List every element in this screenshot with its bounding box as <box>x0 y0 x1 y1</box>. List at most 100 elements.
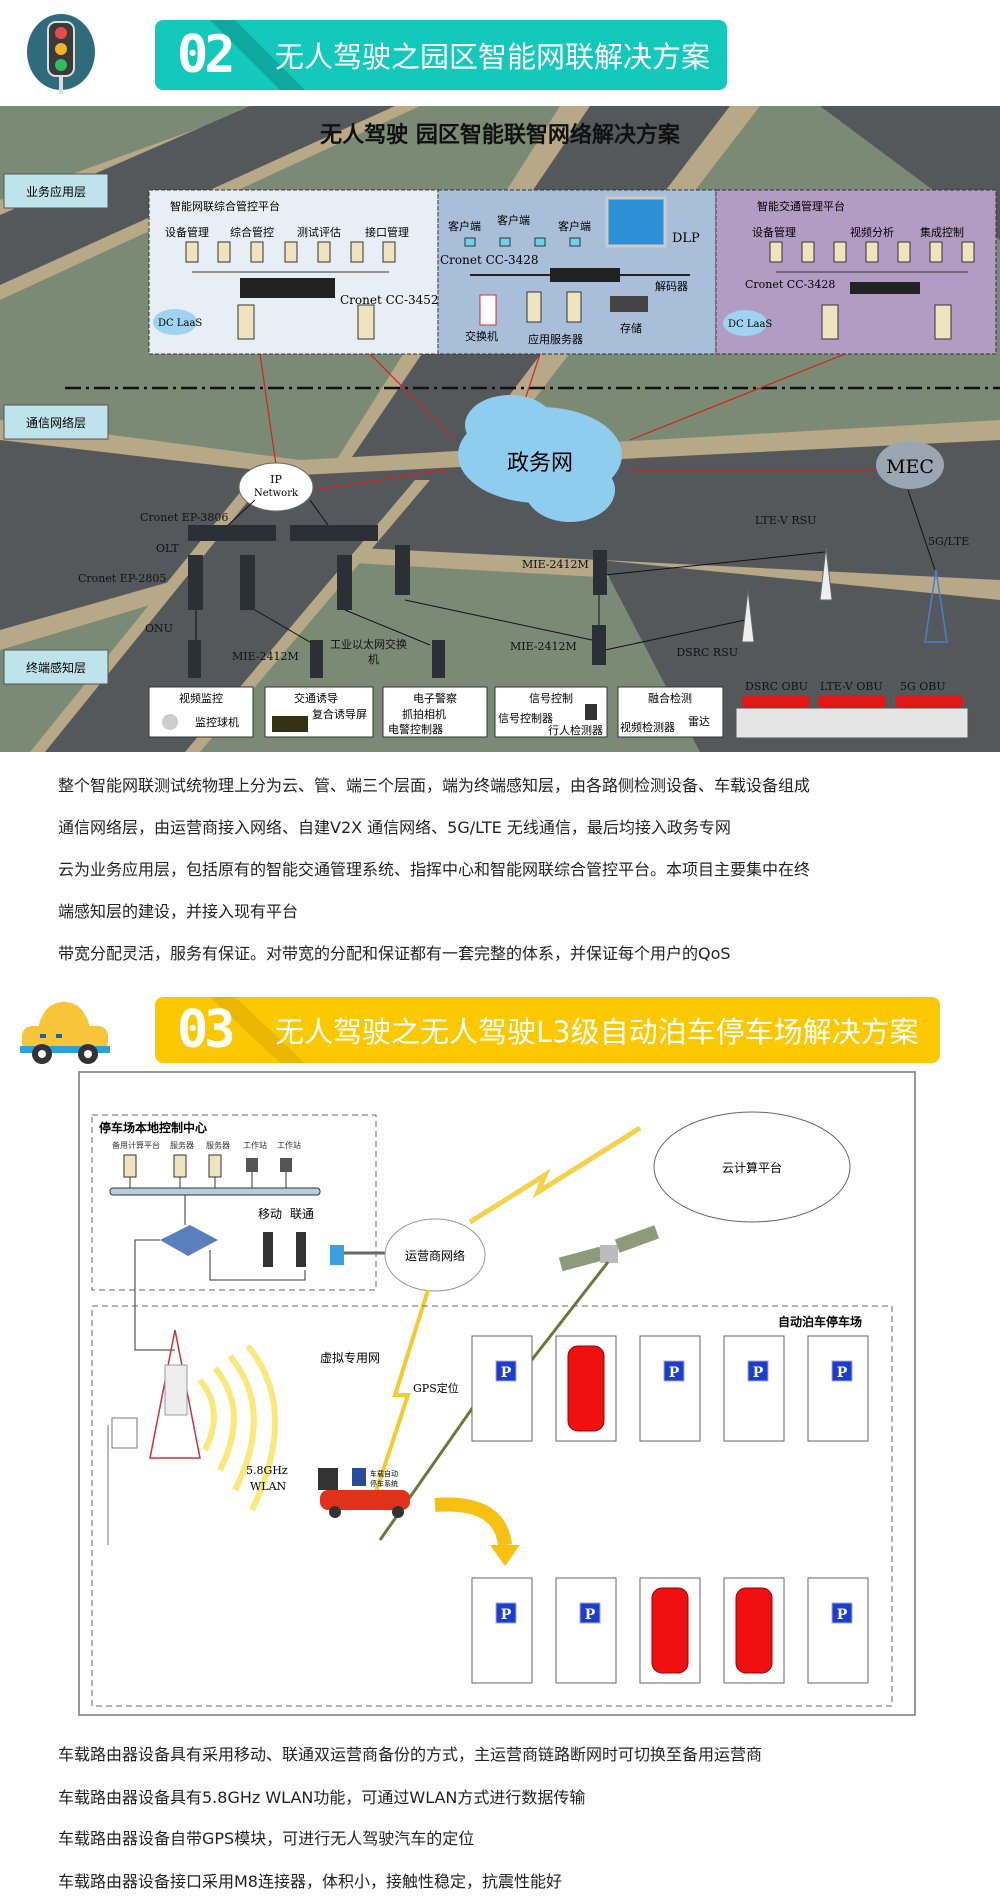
wireless-link-cloud <box>468 1125 642 1225</box>
mec-cloud: MEC <box>876 441 944 489</box>
svg-text:备用计算平台: 备用计算平台 <box>112 1140 160 1150</box>
obu-cars <box>742 695 963 708</box>
dlp-wall <box>605 196 667 248</box>
svg-text:MIE-2412M: MIE-2412M <box>522 558 589 571</box>
parking-sign-icon <box>495 1360 517 1382</box>
svg-text:虚拟专用网: 虚拟专用网 <box>320 1350 380 1365</box>
layer-label-terminal: 终端感知层 <box>3 649 109 685</box>
svg-text:MIE-2412M: MIE-2412M <box>232 650 299 663</box>
parking-sign-icon <box>831 1360 853 1382</box>
parked-car <box>651 1587 689 1674</box>
svg-text:通信网络层: 通信网络层 <box>26 415 86 430</box>
svg-text:解码器: 解码器 <box>655 279 688 293</box>
svg-text:客户端: 客户端 <box>497 213 530 227</box>
svg-text:5.8GHz: 5.8GHz <box>246 1464 288 1477</box>
switch-cc3428 <box>550 268 620 282</box>
svg-text:交换机: 交换机 <box>465 329 498 343</box>
paragraph: 车载路由器设备自带GPS模块，可进行无人驾驶汽车的定位 <box>58 1829 475 1848</box>
car-icon <box>20 1002 110 1064</box>
svg-text:政务网: 政务网 <box>507 451 573 476</box>
parking-sign-icon <box>831 1602 853 1624</box>
wlan-waves <box>197 1344 278 1512</box>
svg-text:LTE-V OBU: LTE-V OBU <box>820 680 883 693</box>
svg-text:综合管控: 综合管控 <box>230 225 274 239</box>
svg-text:电警控制器: 电警控制器 <box>388 722 443 736</box>
parking-spot <box>471 1335 533 1442</box>
parking-sign-label: P <box>501 1607 512 1623</box>
svg-text:DC LaaS: DC LaaS <box>728 319 772 330</box>
svg-text:车载自动: 车载自动 <box>370 1469 398 1478</box>
svg-text:DC LaaS: DC LaaS <box>158 318 202 329</box>
svg-text:运营商网络: 运营商网络 <box>405 1248 465 1263</box>
svg-text:工作站: 工作站 <box>243 1140 267 1150</box>
paragraph: 通信网络层，由运营商接入网络、自建V2X 通信网络、5G/LTE 无线通信，最后… <box>58 818 731 837</box>
router-icon <box>160 1225 218 1256</box>
obu-platform <box>735 707 969 739</box>
dsrc-rsu-antenna <box>741 589 755 643</box>
svg-text:工作站: 工作站 <box>277 1140 301 1150</box>
svg-text:工业以太网交换: 工业以太网交换 <box>330 637 407 651</box>
parking-sign-icon <box>663 1360 685 1382</box>
red-links <box>259 353 875 491</box>
carrier-router-1 <box>263 1232 273 1267</box>
svg-text:MIE-2412M: MIE-2412M <box>510 640 577 653</box>
svg-text:5G/LTE: 5G/LTE <box>928 535 969 548</box>
parking-sign-label: P <box>585 1607 596 1623</box>
layer-label-network: 通信网络层 <box>3 404 109 440</box>
svg-text:服务器: 服务器 <box>206 1140 230 1150</box>
autonomous-car <box>318 1468 410 1518</box>
parked-car <box>735 1587 773 1674</box>
svg-text:设备管理: 设备管理 <box>165 225 209 239</box>
mie-device-1 <box>593 550 607 595</box>
panel-monitoring-center: 客户端 客户端 客户端 DLP Cronet CC-3428 解码器 交换机 应… <box>437 189 717 355</box>
svg-text:LTE-V RSU: LTE-V RSU <box>755 514 816 527</box>
carrier-network-cloud: 运营商网络 <box>384 1218 486 1292</box>
control-center-box <box>91 1114 377 1291</box>
parking-sign-label: P <box>669 1365 680 1381</box>
5g-tower-icon <box>924 569 948 643</box>
svg-text:自动泊车停车场: 自动泊车停车场 <box>778 1314 862 1329</box>
svg-text:视频分析: 视频分析 <box>850 225 894 239</box>
parking-spot <box>471 1577 533 1684</box>
svg-text:GPS定位: GPS定位 <box>413 1381 459 1395</box>
section-number: 02 <box>177 25 236 85</box>
svg-text:DSRC OBU: DSRC OBU <box>745 680 808 693</box>
firewall-icon <box>330 1245 344 1265</box>
svg-text:客户端: 客户端 <box>448 219 481 233</box>
section-number: 03 <box>177 1000 236 1060</box>
svg-text:联通: 联通 <box>290 1207 314 1221</box>
svg-text:终端感知层: 终端感知层 <box>26 660 86 675</box>
svg-text:智能交通管理平台: 智能交通管理平台 <box>757 199 845 213</box>
svg-text:IP: IP <box>270 473 282 486</box>
svg-text:DSRC RSU: DSRC RSU <box>676 646 738 659</box>
svg-text:交通诱导: 交通诱导 <box>294 691 338 705</box>
onu-switch <box>188 640 201 678</box>
svg-text:应用服务器: 应用服务器 <box>528 332 583 346</box>
svg-text:停车系统: 停车系统 <box>370 1479 398 1488</box>
ip-network-cloud: IP Network <box>238 462 314 512</box>
svg-text:设备管理: 设备管理 <box>752 225 796 239</box>
mie-device-3 <box>592 625 606 665</box>
svg-text:Cronet CC-3428: Cronet CC-3428 <box>440 253 539 267</box>
paragraph: 车载路由器设备具有5.8GHz WLAN功能，可通过WLAN方式进行数据传输 <box>58 1788 586 1807</box>
parking-diagram: 停车场本地控制中心 备用计算平台服务器服务器工作站工作站 移动 联通 运营商网络… <box>78 1071 916 1716</box>
parking-sign-label: P <box>837 1365 848 1381</box>
parking-spot <box>807 1335 869 1442</box>
svg-text:接口管理: 接口管理 <box>365 225 409 239</box>
parking-sign-label: P <box>753 1365 764 1381</box>
svg-text:Cronet EP-3806: Cronet EP-3806 <box>140 511 228 524</box>
olt-device-1 <box>188 525 276 541</box>
paragraph: 车载路由器设备接口采用M8连接器，体积小，接触性稳定，抗震性能好 <box>58 1872 562 1891</box>
svg-text:Cronet CC-3452: Cronet CC-3452 <box>340 293 439 307</box>
svg-text:视频监控: 视频监控 <box>179 691 223 705</box>
svg-text:复合诱导屏: 复合诱导屏 <box>312 707 367 721</box>
svg-text:5G OBU: 5G OBU <box>900 680 946 693</box>
parking-spot <box>807 1577 869 1684</box>
svg-text:视频检测器: 视频检测器 <box>620 720 675 734</box>
cloud-platform: 云计算平台 <box>653 1111 851 1223</box>
svg-text:客户端: 客户端 <box>558 219 591 233</box>
